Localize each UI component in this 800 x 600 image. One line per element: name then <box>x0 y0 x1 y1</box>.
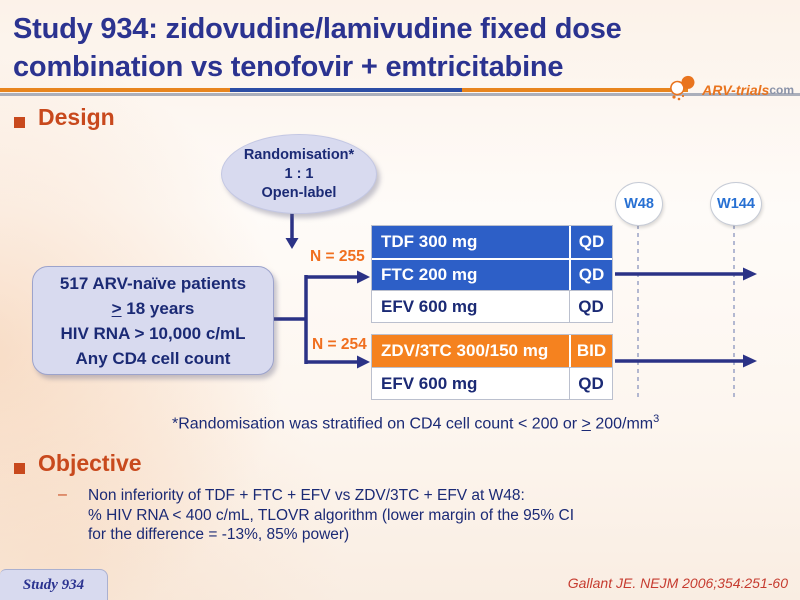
objective-dash: – <box>58 486 67 503</box>
arv-trials-logo: ARV-trials com <box>666 72 794 107</box>
objective-text: Non inferiority of TDF + FTC + EFV vs ZD… <box>88 486 708 545</box>
title-rule-orange-right <box>462 88 688 92</box>
randomisation-line2: 1 : 1 <box>284 165 314 182</box>
drug-name: EFV 600 mg <box>381 296 478 316</box>
design-heading: Design <box>38 104 115 130</box>
dose-frequency: QD <box>569 260 612 290</box>
title-rule-orange-left <box>0 88 230 92</box>
title-rule-gray <box>0 93 800 96</box>
objective-line2: % HIV RNA < 400 c/mL, TLOVR algorithm (l… <box>88 506 575 524</box>
population-line2: > 18 years <box>111 298 195 318</box>
timepoint-w48: W48 <box>615 182 663 226</box>
population-line3: HIV RNA > 10,000 c/mL <box>60 323 246 343</box>
drug-name: EFV 600 mg <box>381 373 478 393</box>
page-title-line1: Study 934: zidovudine/lamivudine fixed d… <box>13 13 622 45</box>
population-line4: Any CD4 cell count <box>75 348 231 368</box>
arm2-regimen-table: ZDV/3TC 300/150 mg BID EFV 600 mg QD <box>371 334 613 400</box>
table-row: EFV 600 mg QD <box>372 290 612 322</box>
logo-brand-text: ARV-trials <box>702 81 770 98</box>
table-row: FTC 200 mg QD <box>372 258 612 290</box>
table-row: ZDV/3TC 300/150 mg BID <box>372 335 612 367</box>
population-box: 517 ARV-naïve patients > 18 years HIV RN… <box>32 266 274 375</box>
reference-citation: Gallant JE. NEJM 2006;354:251-60 <box>567 575 788 591</box>
randomisation-line1: Randomisation* <box>243 146 355 163</box>
objective-line3: for the difference = -13%, 85% power) <box>88 526 350 544</box>
arm1-regimen-table: TDF 300 mg QD FTC 200 mg QD EFV 600 mg Q… <box>371 225 613 323</box>
randomisation-oval: Randomisation* 1 : 1 Open-label <box>221 134 377 214</box>
objective-line1: Non inferiority of TDF + FTC + EFV vs ZD… <box>88 487 525 504</box>
table-row: EFV 600 mg QD <box>372 367 612 399</box>
arm1-n-label: N = 255 <box>310 248 365 265</box>
timepoint-w144: W144 <box>710 182 762 226</box>
population-line1: 517 ARV-naïve patients <box>59 273 247 293</box>
study-tab: Study 934 <box>0 569 108 600</box>
dose-frequency: QD <box>569 368 612 399</box>
pill-capsule-icon <box>666 72 700 107</box>
randomisation-line3: Open-label <box>261 184 337 201</box>
dose-frequency: QD <box>569 291 612 322</box>
drug-name: FTC 200 mg <box>381 265 478 284</box>
page-title-line2: combination vs tenofovir + emtricitabine <box>13 51 564 83</box>
drug-name: ZDV/3TC 300/150 mg <box>381 341 549 360</box>
design-bullet-icon <box>14 117 25 128</box>
page-title: Study 934: zidovudine/lamivudine fixed d… <box>13 10 703 86</box>
dose-frequency: BID <box>569 335 612 367</box>
randomisation-footnote: *Randomisation was stratified on CD4 cel… <box>172 413 660 433</box>
table-row: TDF 300 mg QD <box>372 226 612 258</box>
objective-bullet-icon <box>14 463 25 474</box>
objective-heading: Objective <box>38 450 142 476</box>
drug-name: TDF 300 mg <box>381 232 478 251</box>
title-rule-blue <box>230 88 462 92</box>
arm2-n-label: N = 254 <box>312 336 367 353</box>
dose-frequency: QD <box>569 226 612 258</box>
logo-tld-text: com <box>769 82 794 97</box>
